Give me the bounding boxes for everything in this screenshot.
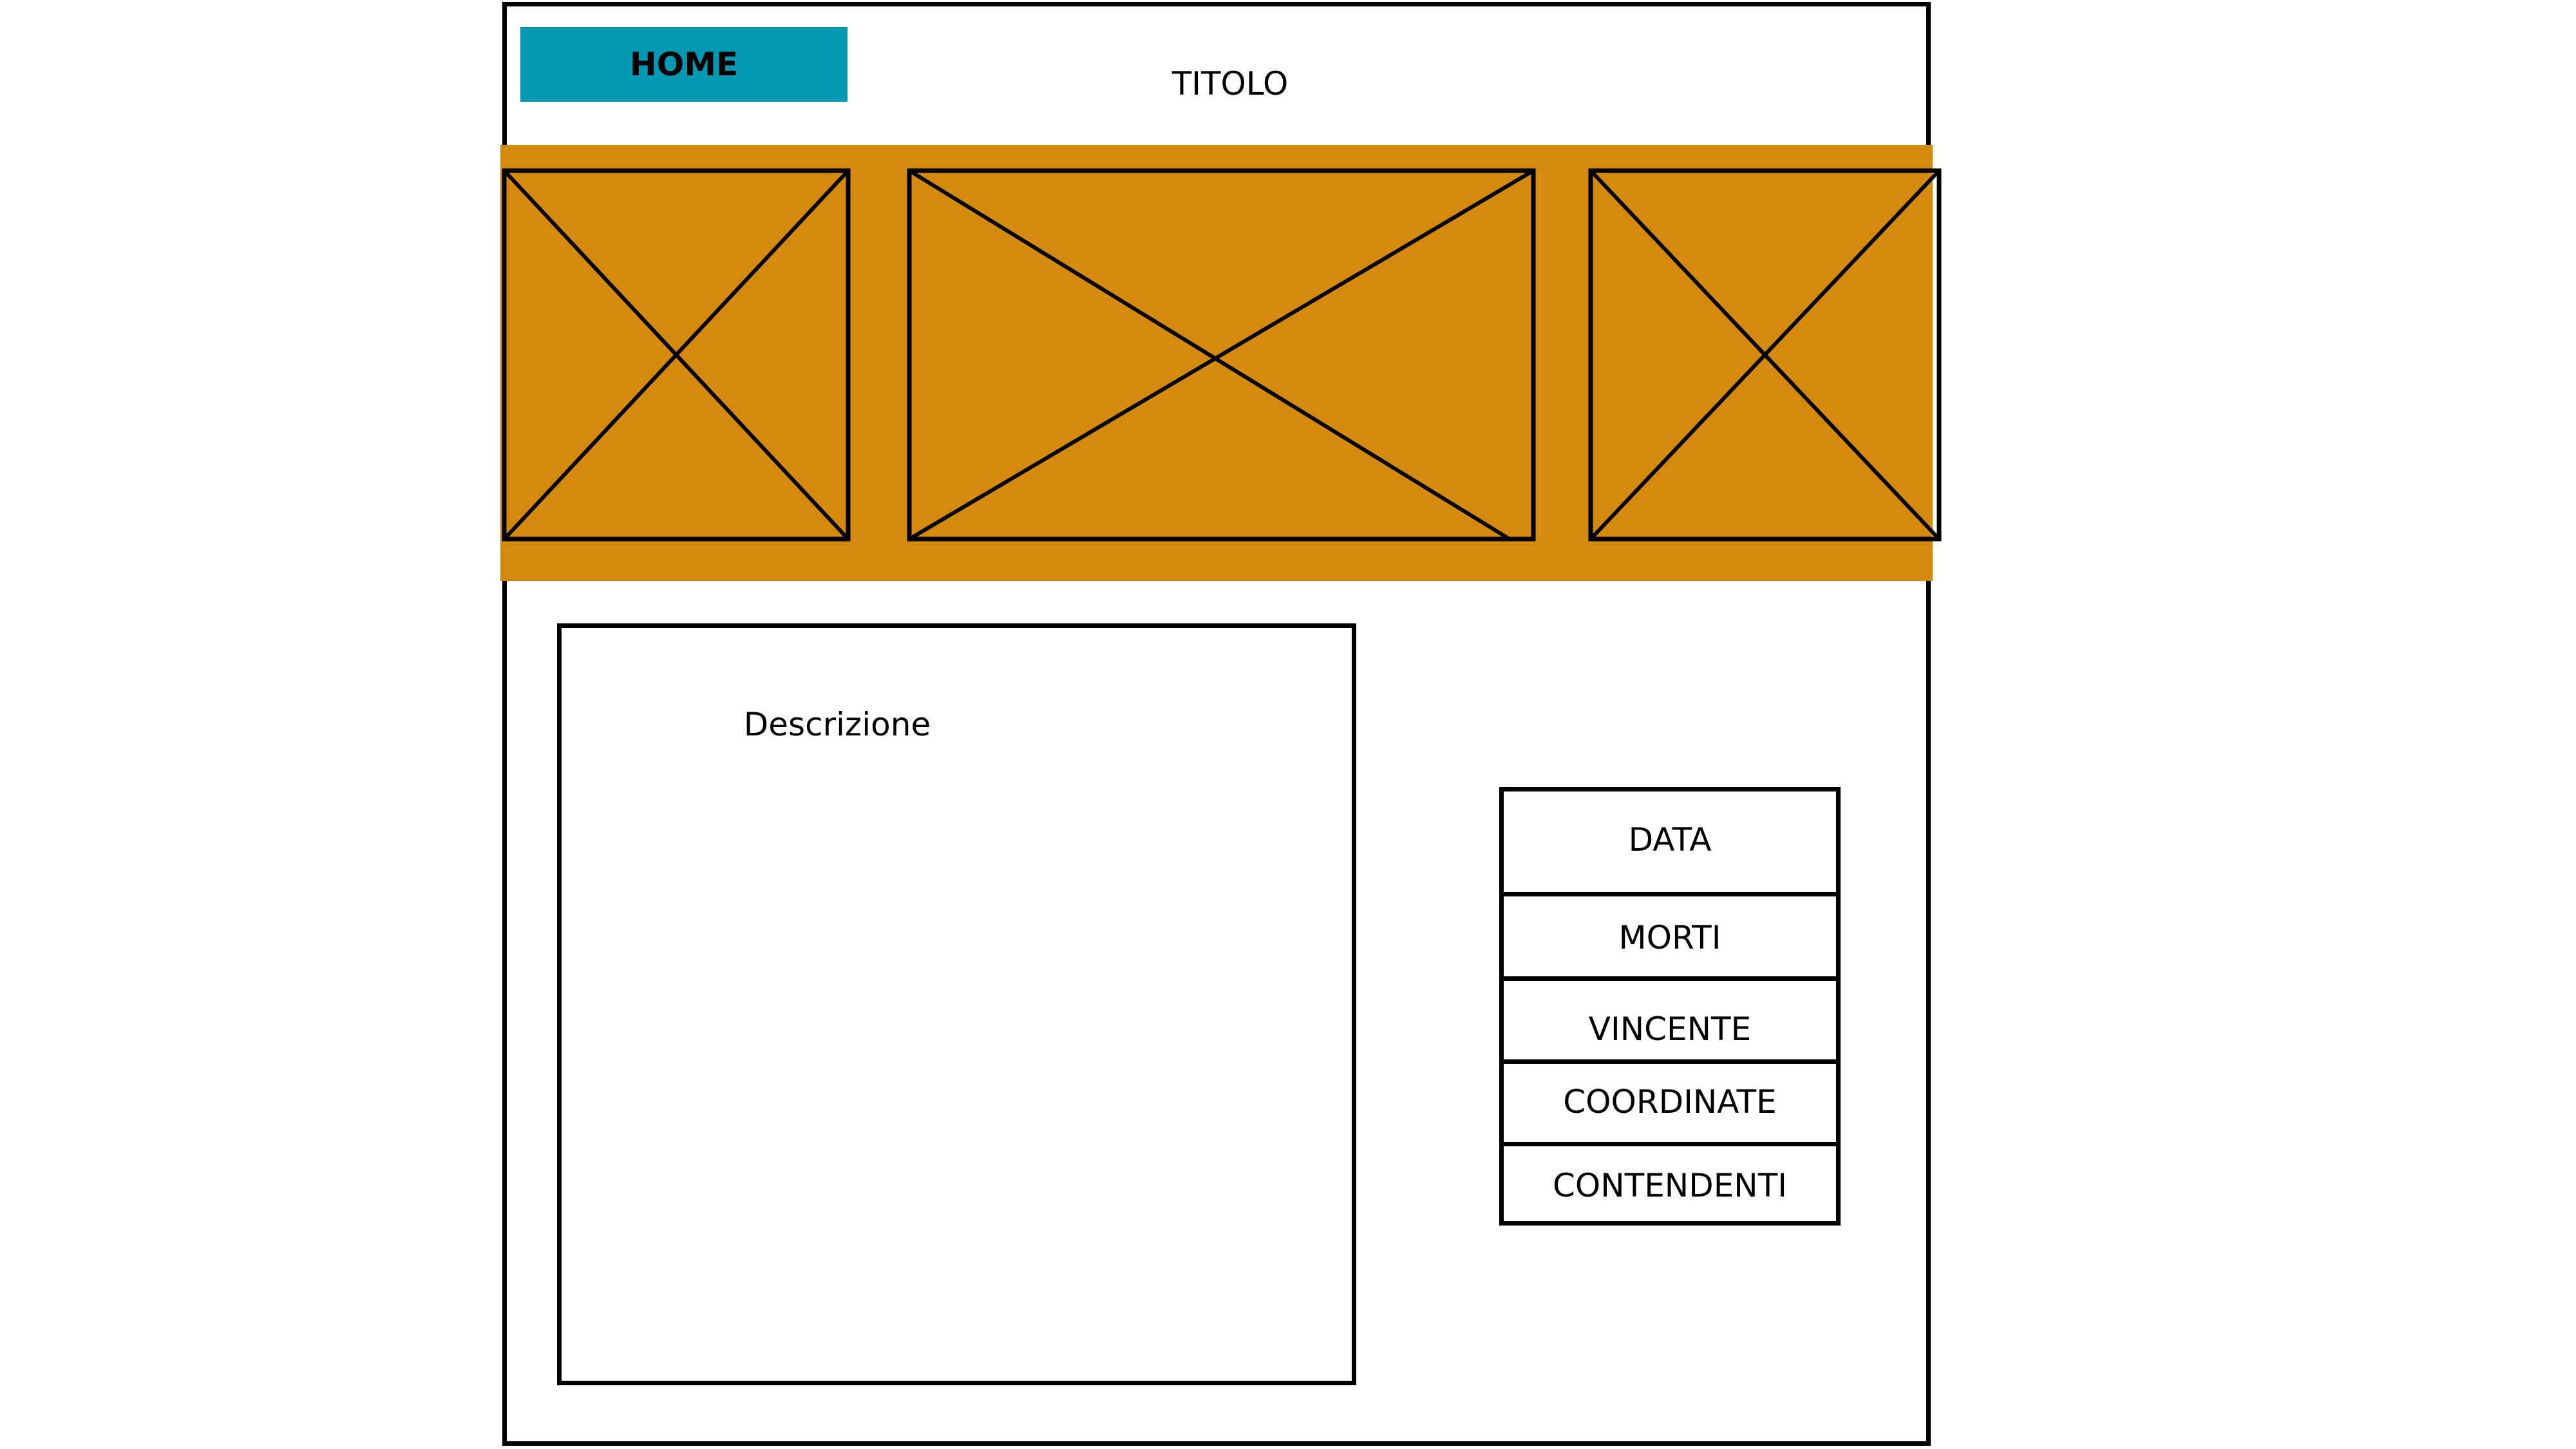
info-row-data: DATA xyxy=(1628,821,1712,858)
info-row-morti: MORTI xyxy=(1504,892,1836,979)
info-row-contendenti: CONTENDENTI xyxy=(1504,1142,1836,1226)
info-table: DATA MORTI VINCENTE COORDINATE CONTENDEN… xyxy=(1499,787,1841,1226)
image-placeholder-center[interactable] xyxy=(907,168,1536,542)
info-row-vincente: VINCENTE xyxy=(1504,976,1836,1062)
image-banner xyxy=(500,145,1933,581)
description-label: Descrizione xyxy=(743,706,931,743)
info-row-coordinate: COORDINATE xyxy=(1504,1059,1836,1144)
image-placeholder-right[interactable] xyxy=(1588,168,1942,542)
description-box xyxy=(557,623,1356,1385)
image-placeholder-left[interactable] xyxy=(502,168,851,542)
page-title: TITOLO xyxy=(1171,65,1289,102)
home-button[interactable]: HOME xyxy=(520,27,848,102)
